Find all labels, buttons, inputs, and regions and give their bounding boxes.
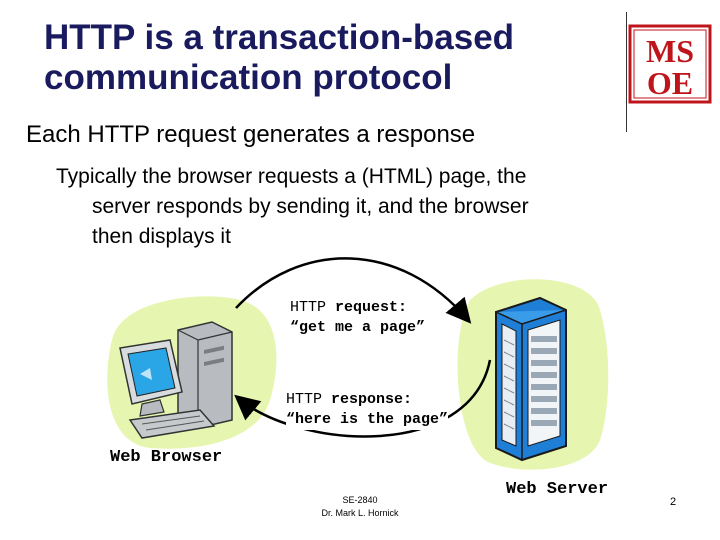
footer-author: Dr. Mark L. Hornick	[290, 507, 430, 520]
response-label: HTTP response: “here is the page”	[286, 390, 448, 430]
request-label-bold: request:	[335, 299, 407, 316]
footer-course: SE-2840	[290, 494, 430, 507]
response-quote: “here is the page”	[286, 411, 448, 428]
request-label: HTTP request: “get me a page”	[290, 298, 425, 338]
web-browser-label: Web Browser	[110, 448, 222, 467]
request-quote: “get me a page”	[290, 319, 425, 336]
response-label-prefix: HTTP	[286, 391, 331, 408]
web-server-icon	[496, 298, 566, 460]
response-label-bold: response:	[331, 391, 412, 408]
page-number: 2	[670, 496, 676, 508]
request-label-prefix: HTTP	[290, 299, 335, 316]
footer: SE-2840 Dr. Mark L. Hornick	[290, 494, 430, 520]
web-server-label: Web Server	[506, 480, 608, 499]
